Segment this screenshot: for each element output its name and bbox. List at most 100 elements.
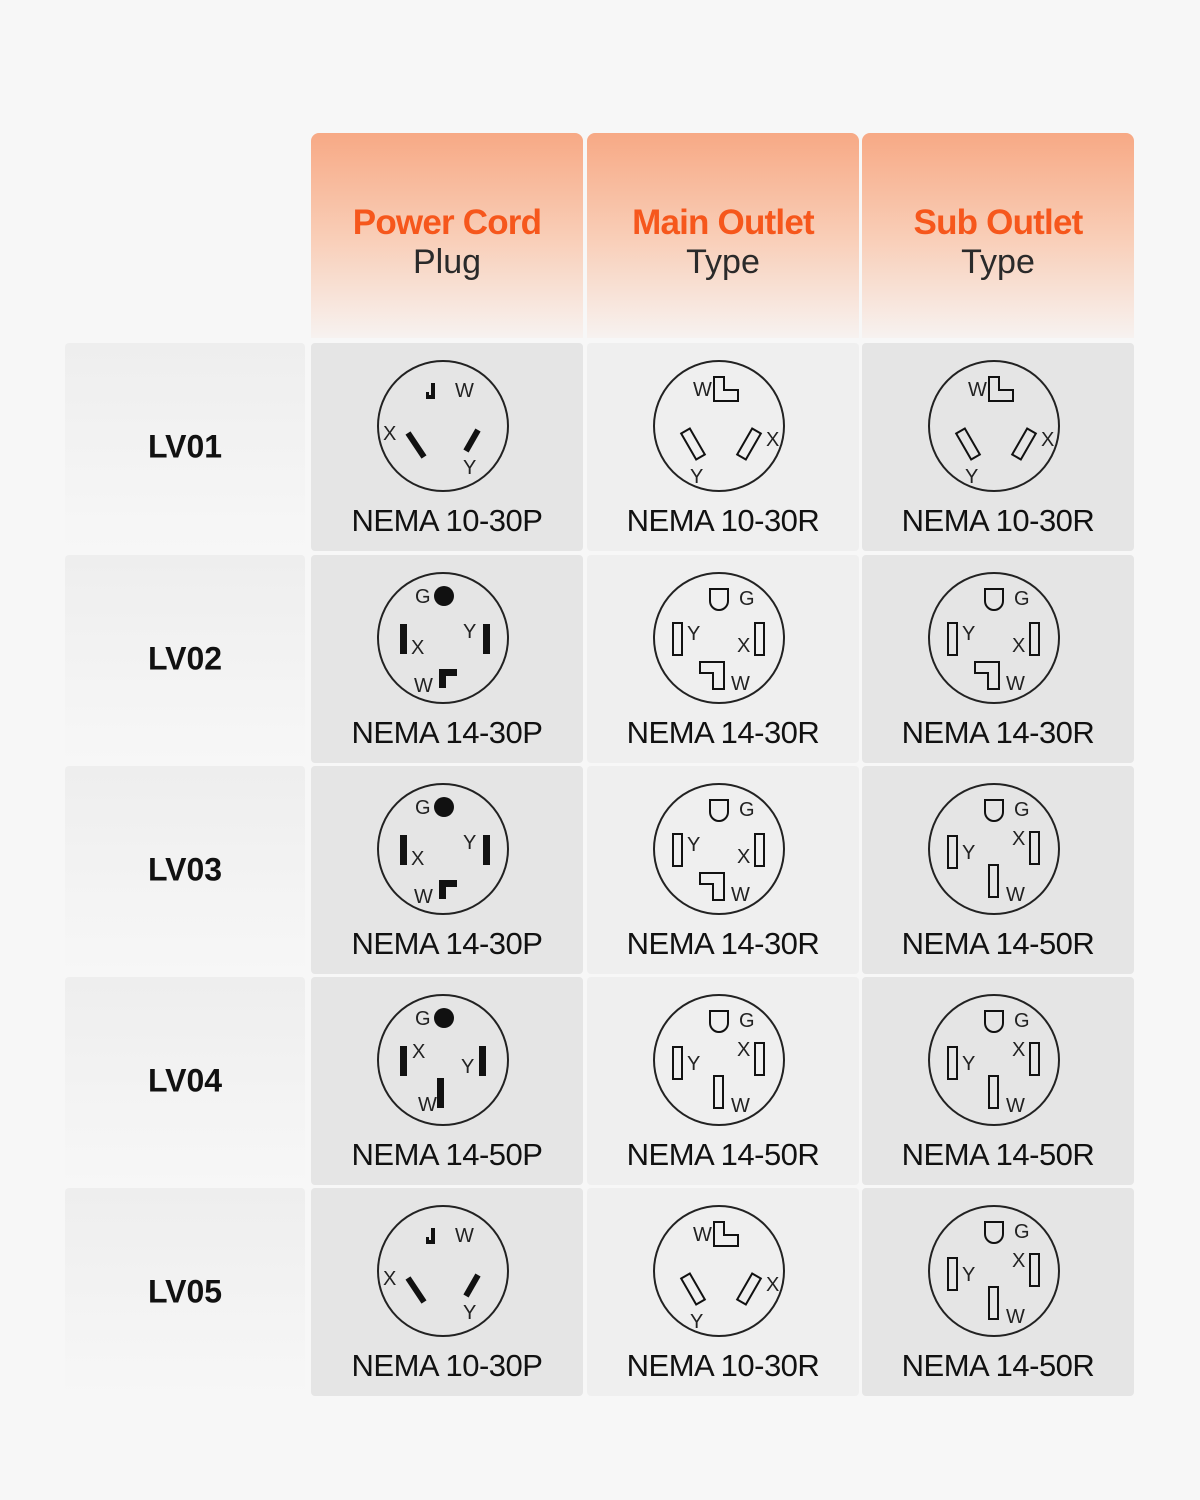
header-sub-outlet: Sub Outlet Type	[862, 133, 1134, 338]
connector-cell: G Y X W NEMA 14-30R	[587, 766, 859, 974]
nema-10-30p-icon: W X Y	[377, 360, 509, 492]
pin-label-x: X	[411, 848, 424, 870]
pin-label-x: X	[737, 1039, 750, 1061]
nema-14-50r-icon: G Y X W	[928, 783, 1060, 915]
pin-label-w: W	[1006, 1306, 1025, 1328]
pin-label-y: Y	[463, 621, 476, 643]
pin-label-y: Y	[962, 623, 975, 645]
pin-label-y: Y	[962, 842, 975, 864]
pin-label-g: G	[739, 588, 755, 610]
row-label-lv05: LV05	[65, 1188, 305, 1396]
pin-label-y: Y	[690, 466, 703, 488]
nema-14-50r-icon: G Y X W	[653, 994, 785, 1126]
pin-label-g: G	[739, 799, 755, 821]
pin-label-y: Y	[461, 1056, 474, 1078]
pin-label-y: Y	[463, 457, 476, 479]
pin-label-y: Y	[962, 1053, 975, 1075]
row-label-lv02: LV02	[65, 555, 305, 763]
header-main-outlet: Main Outlet Type	[587, 133, 859, 338]
pin-label-y: Y	[687, 623, 700, 645]
pin-label-x: X	[766, 429, 779, 451]
pin-label-g: G	[415, 1008, 431, 1030]
pin-label-w: W	[1006, 884, 1025, 906]
connector-name: NEMA 14-50P	[351, 1137, 543, 1172]
column-subtitle: Plug	[412, 243, 482, 281]
row-label-text: LV04	[147, 1062, 223, 1099]
pin-label-w: W	[693, 379, 712, 401]
connector-name: NEMA 14-30R	[626, 715, 820, 750]
nema-10-30r-icon: W X Y	[928, 360, 1060, 492]
pin-label-g: G	[1014, 588, 1030, 610]
column-title: Main Outlet	[632, 203, 815, 242]
pin-label-x: X	[383, 423, 396, 445]
column-title: Power Cord	[352, 203, 542, 242]
nema-10-30p-icon: W X Y	[377, 1205, 509, 1337]
pin-label-x: X	[1041, 429, 1054, 451]
nema-14-30r-icon: G Y X W	[653, 783, 785, 915]
row-label-lv03: LV03	[65, 766, 305, 974]
connector-name: NEMA 14-50R	[901, 926, 1095, 961]
pin-label-w: W	[1006, 673, 1025, 695]
pin-label-y: Y	[690, 1311, 703, 1333]
connector-name: NEMA 14-50R	[901, 1348, 1095, 1383]
pin-label-y: Y	[687, 1053, 700, 1075]
pin-label-w: W	[414, 886, 433, 908]
connector-name: NEMA 10-30R	[626, 1348, 820, 1383]
pin-label-y: Y	[687, 834, 700, 856]
nema-14-50p-icon: G X Y W	[377, 994, 509, 1126]
pin-label-w: W	[455, 380, 474, 402]
column-subtitle: Type	[686, 243, 760, 281]
pin-label-w: W	[414, 675, 433, 697]
nema-14-30p-icon: G X Y W	[377, 572, 509, 704]
pin-label-w: W	[418, 1094, 437, 1116]
pin-label-y: Y	[463, 832, 476, 854]
pin-label-w: W	[731, 884, 750, 906]
pin-label-x: X	[766, 1274, 779, 1296]
connector-name: NEMA 14-30R	[901, 715, 1095, 750]
pin-label-g: G	[1014, 1010, 1030, 1032]
nema-14-50r-icon: G Y X W	[928, 994, 1060, 1126]
pin-label-w: W	[693, 1224, 712, 1246]
pin-label-w: W	[455, 1225, 474, 1247]
connector-cell: G X Y W NEMA 14-30P	[311, 766, 583, 974]
column-title: Sub Outlet	[913, 203, 1084, 242]
nema-14-50r-icon: G Y X W	[928, 1205, 1060, 1337]
connector-cell: G Y X W NEMA 14-50R	[862, 1188, 1134, 1396]
pin-label-g: G	[415, 797, 431, 819]
nema-14-30r-icon: G Y X W	[928, 572, 1060, 704]
connector-name: NEMA 14-50R	[626, 1137, 820, 1172]
connector-name: NEMA 10-30P	[351, 1348, 543, 1383]
connector-name: NEMA 14-30P	[351, 715, 543, 750]
row-label-text: LV05	[147, 1273, 223, 1310]
nema-10-30r-icon: W X Y	[653, 1205, 785, 1337]
connector-cell: G Y X W NEMA 14-30R	[862, 555, 1134, 763]
connector-cell: G X Y W NEMA 14-30P	[311, 555, 583, 763]
connector-name: NEMA 14-30R	[626, 926, 820, 961]
nema-10-30r-icon: W X Y	[653, 360, 785, 492]
pin-label-x: X	[1012, 1250, 1025, 1272]
pin-label-y: Y	[962, 1264, 975, 1286]
row-label-text: LV03	[147, 851, 223, 888]
nema-14-30r-icon: G Y X W	[653, 572, 785, 704]
pin-label-w: W	[1006, 1095, 1025, 1117]
row-label-lv01: LV01	[65, 343, 305, 551]
header-power-cord: Power Cord Plug	[311, 133, 583, 338]
pin-label-x: X	[737, 635, 750, 657]
connector-cell: W X Y NEMA 10-30P	[311, 1188, 583, 1396]
row-label-lv04: LV04	[65, 977, 305, 1185]
pin-label-w: W	[731, 673, 750, 695]
pin-label-x: X	[1012, 635, 1025, 657]
row-label-text: LV02	[147, 640, 223, 677]
connector-name: NEMA 14-50R	[901, 1137, 1095, 1172]
pin-label-y: Y	[463, 1302, 476, 1324]
pin-label-x: X	[412, 1041, 425, 1063]
pin-label-x: X	[1012, 828, 1025, 850]
pin-label-x: X	[737, 846, 750, 868]
pin-label-w: W	[968, 379, 987, 401]
pin-label-y: Y	[965, 466, 978, 488]
row-label-text: LV01	[147, 428, 223, 465]
pin-label-g: G	[1014, 799, 1030, 821]
pin-label-w: W	[731, 1095, 750, 1117]
